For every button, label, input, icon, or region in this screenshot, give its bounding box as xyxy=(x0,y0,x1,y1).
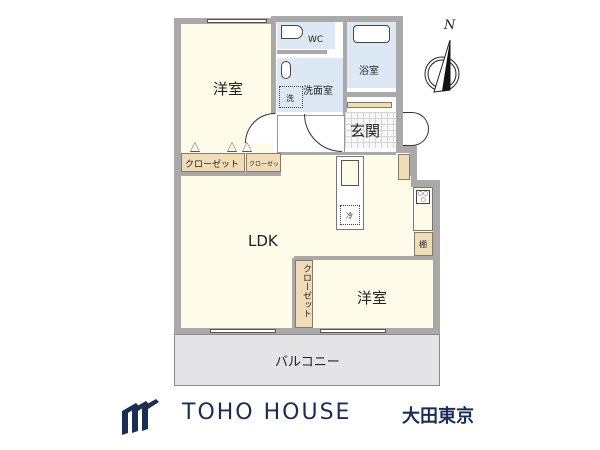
wall-outer-top-right xyxy=(271,16,403,22)
shoe-shelf xyxy=(347,102,392,108)
brand-branch-name: 大田東京 xyxy=(402,406,474,427)
fridge-space: 冷 xyxy=(340,205,360,225)
shelf-label: 棚 xyxy=(419,240,427,249)
wall-bottom-room-top xyxy=(294,256,434,260)
wall-outer-right-upper xyxy=(396,16,403,150)
compass-north-label: N xyxy=(444,18,456,33)
window-bottom-left xyxy=(210,329,276,333)
closet-2[interactable]: クローゼット xyxy=(246,153,285,172)
room-ldk-lower xyxy=(181,258,294,328)
compass: N xyxy=(420,18,468,98)
room-western-bottom: 洋室 xyxy=(314,260,433,328)
wall-outer-bottom xyxy=(174,328,440,334)
room-ldk xyxy=(181,176,411,260)
room-bathroom: 浴室 xyxy=(347,22,396,88)
door-entrance[interactable] xyxy=(403,112,429,146)
wall-bottom-room-left xyxy=(292,258,295,328)
closet-door-triangles xyxy=(190,142,280,153)
kitchen-counter: 冷 xyxy=(336,156,364,230)
room-ldk-label: LDK xyxy=(248,232,278,250)
closet-vertical[interactable]: クローゼット xyxy=(295,260,313,328)
closet-1[interactable]: クローゼット xyxy=(181,153,245,172)
room-entrance-label: 玄関 xyxy=(350,122,381,140)
wall-outer-right-step2 xyxy=(410,180,440,187)
wall-western-top-right xyxy=(271,22,276,114)
washer-space: 洗 xyxy=(279,86,303,108)
fridge-label: 冷 xyxy=(346,212,353,220)
wall-wc-washroom xyxy=(277,50,327,54)
room-wc-label: WC xyxy=(308,35,324,45)
shelf: 棚 xyxy=(414,232,433,256)
closet-1-label: クローゼット xyxy=(185,160,240,170)
wall-ldk-top xyxy=(281,152,396,155)
bathtub-icon xyxy=(353,25,390,43)
room-bathroom-label: 浴室 xyxy=(359,66,379,77)
closet-2-label: クローゼット xyxy=(249,161,286,168)
balcony-label: バルコニー xyxy=(275,355,340,370)
wall-bath-bottom xyxy=(347,92,396,97)
wall-outer-left xyxy=(174,18,181,334)
wall-washroom-right xyxy=(343,22,347,115)
balcony: バルコニー xyxy=(174,334,440,386)
toilet-icon xyxy=(281,25,303,39)
brand-footer: TOHO HOUSE 大田東京 xyxy=(110,395,500,440)
wall-closet-bottom xyxy=(181,172,281,176)
window-bottom-right xyxy=(320,329,386,333)
window-top xyxy=(207,19,267,23)
room-western-top-label: 洋室 xyxy=(213,80,244,98)
wall-outer-right-lower-a xyxy=(410,146,417,186)
kitchen-sink-icon xyxy=(341,160,359,186)
floor-plan: 洋室 クローゼット クローゼット WC 洗面室 洗 浴室 xyxy=(174,16,468,386)
sink-icon xyxy=(281,61,291,79)
room-western-bottom-label: 洋室 xyxy=(357,289,388,307)
room-entrance: 玄関 xyxy=(345,112,396,148)
stove-icon: ○○○ xyxy=(416,190,430,204)
wall-outer-right-step xyxy=(396,146,416,153)
toho-house-logo-icon xyxy=(122,399,159,435)
washer-label: 洗 xyxy=(286,94,294,103)
brand-company-name: TOHO HOUSE xyxy=(182,400,352,425)
storage-right xyxy=(398,154,410,180)
closet-vertical-label: クローゼット xyxy=(301,264,311,318)
wall-outer-right-lower-b xyxy=(433,180,440,334)
room-washroom: 洗面室 洗 xyxy=(277,58,345,112)
stove-counter: ○○○ xyxy=(413,187,433,231)
room-washroom-label: 洗面室 xyxy=(303,86,333,97)
room-wc: WC xyxy=(277,22,335,49)
compass-icon xyxy=(424,39,460,93)
